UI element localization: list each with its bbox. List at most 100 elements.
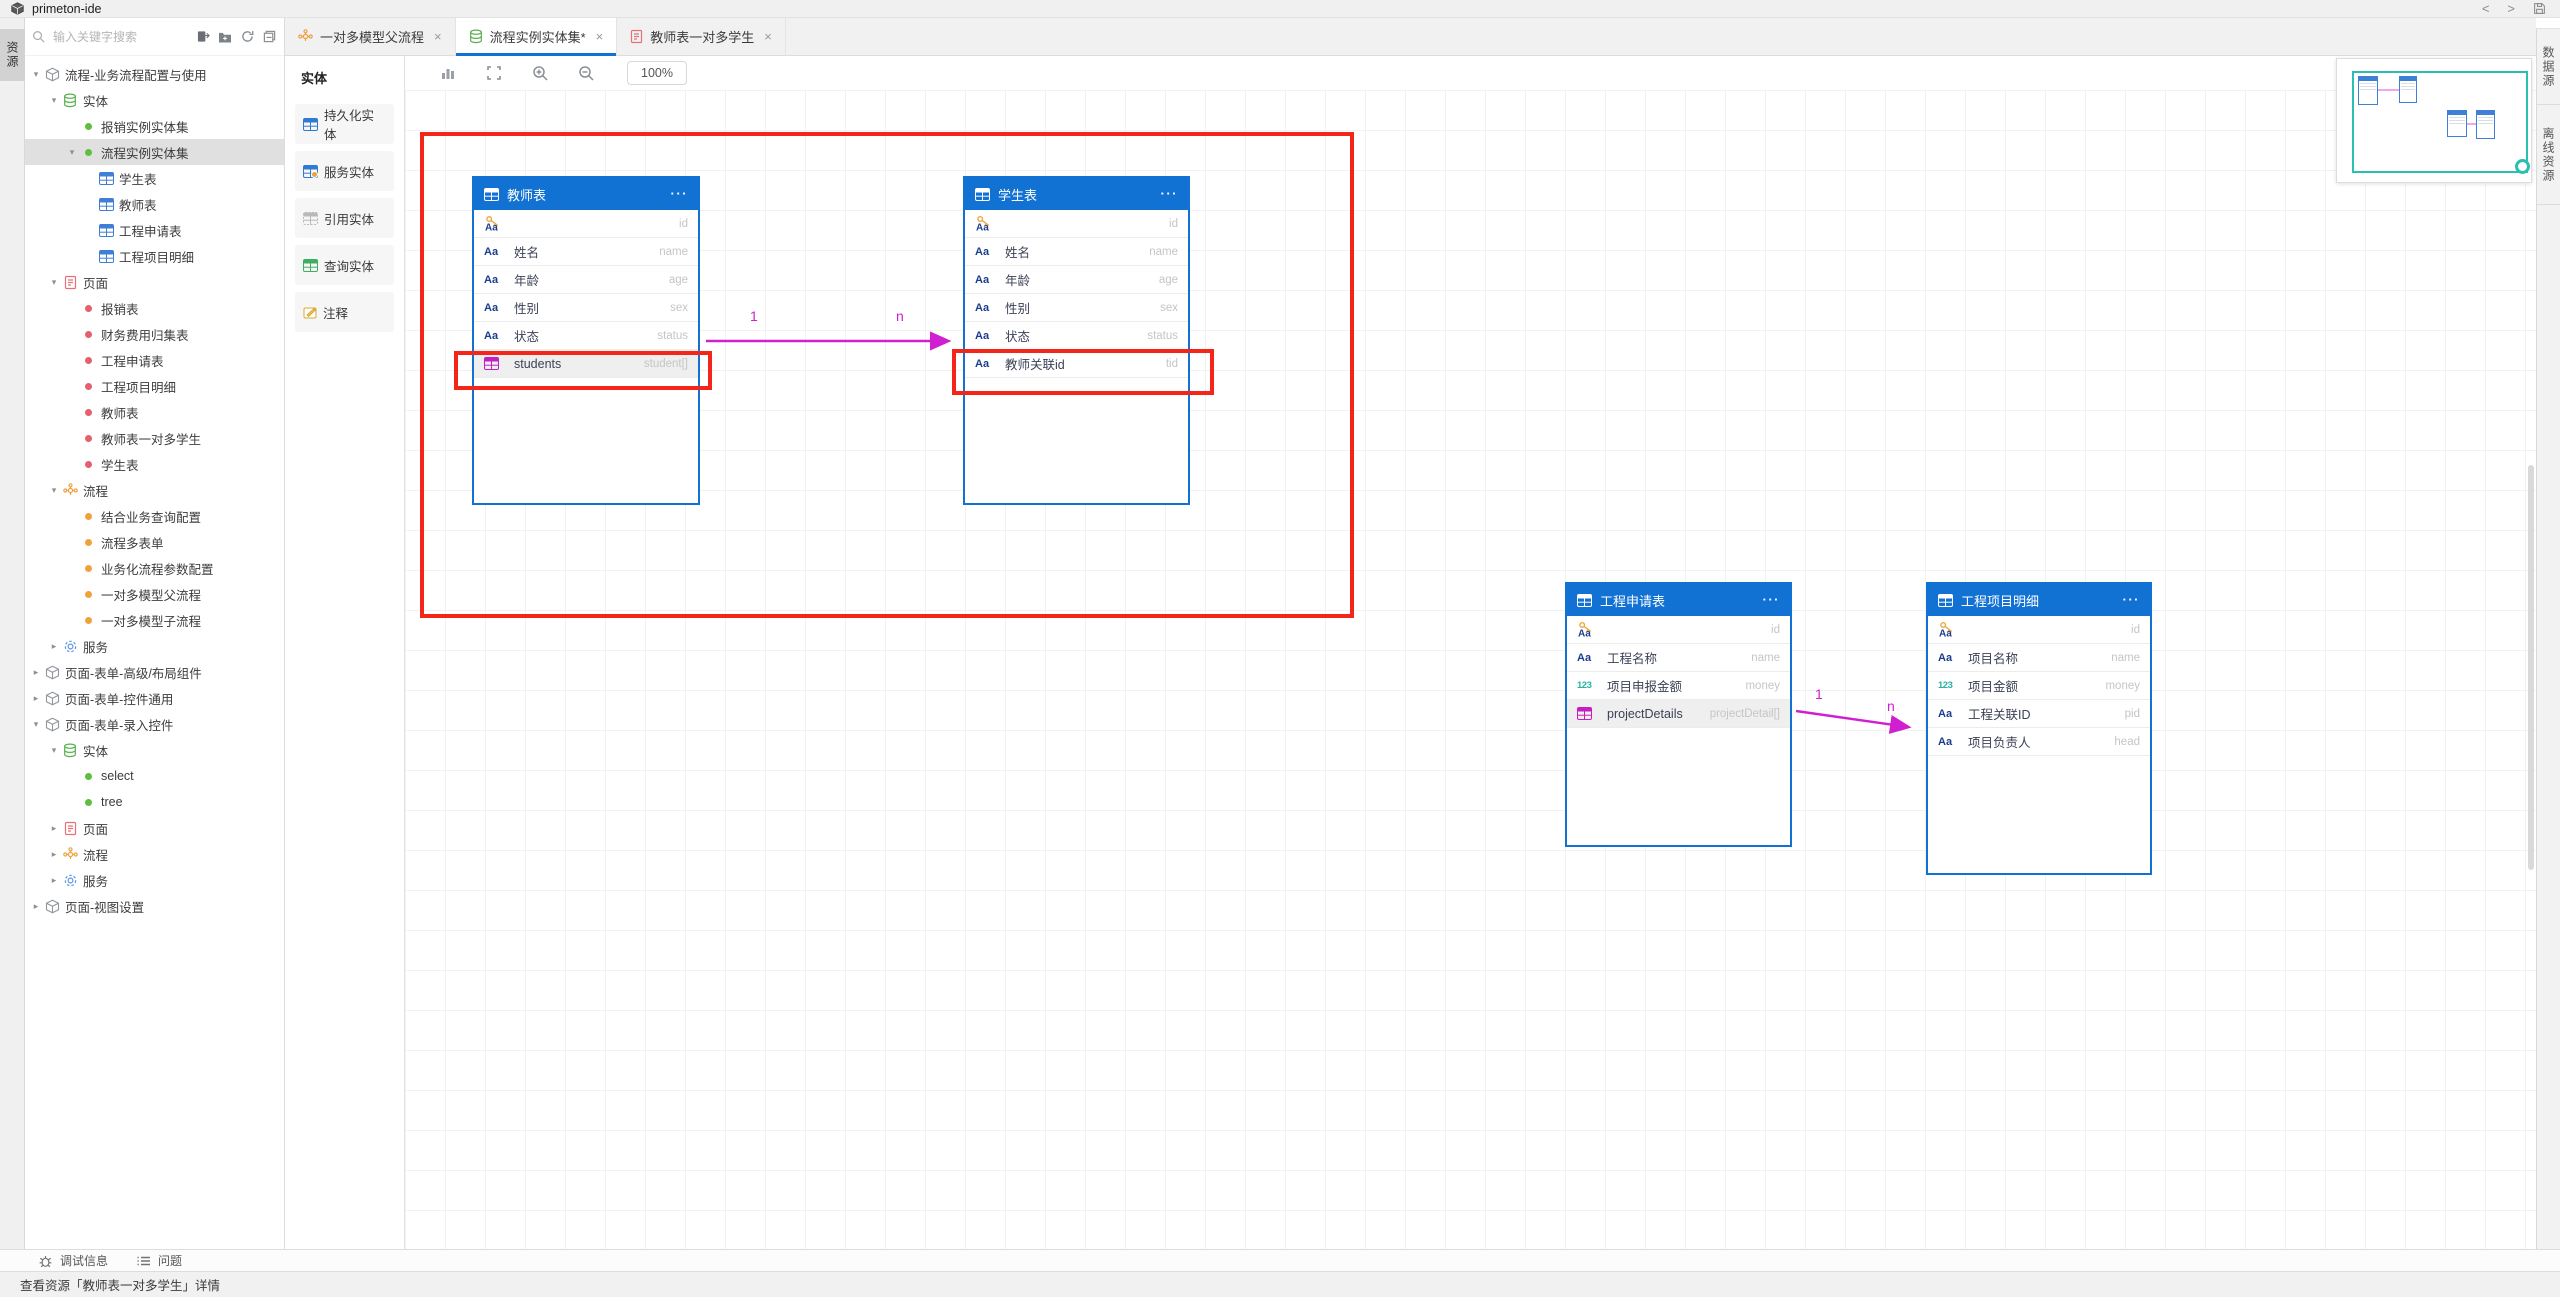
resources-strip-tab[interactable]: 资源: [0, 29, 25, 81]
tree-item[interactable]: 工程项目明细: [25, 243, 284, 269]
tree-item[interactable]: 一对多模型子流程: [25, 607, 284, 633]
tree-item[interactable]: 报销表: [25, 295, 284, 321]
open-file-icon[interactable]: [194, 28, 212, 46]
minimap[interactable]: [2336, 58, 2532, 183]
new-folder-icon[interactable]: [216, 28, 234, 46]
tree-item[interactable]: 工程申请表: [25, 347, 284, 373]
tree-item[interactable]: 业务化流程参数配置: [25, 555, 284, 581]
expand-arrow-icon[interactable]: ▸: [33, 666, 39, 677]
tree-item[interactable]: ▾流程: [25, 477, 284, 503]
search-input[interactable]: [51, 28, 190, 45]
tree-item[interactable]: 工程项目明细: [25, 373, 284, 399]
editor-tab[interactable]: 流程实例实体集*×: [455, 18, 618, 56]
expand-arrow-icon[interactable]: ▾: [51, 744, 57, 755]
debugbar-item[interactable]: 调试信息: [36, 1252, 108, 1270]
back-icon[interactable]: <: [2481, 1, 2490, 16]
tree-item[interactable]: ▾流程-业务流程配置与使用: [25, 61, 284, 87]
tree-item[interactable]: 结合业务查询配置: [25, 503, 284, 529]
tree-item[interactable]: ▾页面-表单-录入控件: [25, 711, 284, 737]
tree-item[interactable]: 一对多模型父流程: [25, 581, 284, 607]
zoom-in-icon[interactable]: [531, 64, 549, 82]
palette-item-ref-entity[interactable]: 引用实体: [295, 198, 394, 238]
entity-header[interactable]: 学生表···: [965, 178, 1188, 210]
tree-item[interactable]: ▸页面-表单-控件通用: [25, 685, 284, 711]
right-strip-tab[interactable]: 数据源: [2537, 29, 2560, 105]
refresh-icon[interactable]: [238, 28, 256, 46]
tree-item[interactable]: 教师表一对多学生: [25, 425, 284, 451]
expand-arrow-icon[interactable]: ▾: [51, 94, 57, 105]
tree-item[interactable]: ▸服务: [25, 633, 284, 659]
tree-item[interactable]: ▾实体: [25, 737, 284, 763]
palette-item-comment[interactable]: 注释: [295, 292, 394, 332]
expand-arrow-icon[interactable]: ▸: [51, 874, 57, 885]
editor-tab[interactable]: 一对多模型父流程×: [285, 18, 456, 55]
tree-item[interactable]: select: [25, 763, 284, 789]
close-icon[interactable]: ×: [595, 29, 604, 44]
entity-menu-icon[interactable]: ···: [2122, 591, 2140, 607]
tree-item[interactable]: ▸流程: [25, 841, 284, 867]
expand-arrow-icon[interactable]: ▾: [51, 484, 57, 495]
entity-menu-icon[interactable]: ···: [1762, 591, 1780, 607]
minimap-resize-handle[interactable]: [2515, 159, 2530, 174]
expand-arrow-icon[interactable]: ▸: [33, 692, 39, 703]
expand-arrow-icon[interactable]: ▸: [51, 822, 57, 833]
tree-item[interactable]: 报销实例实体集: [25, 113, 284, 139]
entity-header[interactable]: 教师表···: [474, 178, 698, 210]
tree-item[interactable]: 学生表: [25, 165, 284, 191]
entity-header[interactable]: 工程申请表···: [1567, 584, 1790, 616]
tree-item[interactable]: 学生表: [25, 451, 284, 477]
palette-item-service-entity[interactable]: 服务实体: [295, 151, 394, 191]
collapse-all-icon[interactable]: [260, 28, 278, 46]
tree-item[interactable]: ▸页面-视图设置: [25, 893, 284, 919]
tree-item[interactable]: ▸服务: [25, 867, 284, 893]
tree-item[interactable]: 教师表: [25, 399, 284, 425]
tree-item[interactable]: ▾流程实例实体集: [25, 139, 284, 165]
tree-item[interactable]: ▸页面-表单-高级/布局组件: [25, 659, 284, 685]
tree-item[interactable]: ▾页面: [25, 269, 284, 295]
debugbar-item[interactable]: 问题: [134, 1252, 182, 1270]
close-icon[interactable]: ×: [764, 29, 772, 44]
entity-menu-icon[interactable]: ···: [670, 185, 688, 201]
tree-item[interactable]: 流程多表单: [25, 529, 284, 555]
tree-item[interactable]: 教师表: [25, 191, 284, 217]
zoom-level-button[interactable]: 100%: [627, 61, 687, 85]
diagram-canvas[interactable]: [405, 90, 2536, 1249]
expand-arrow-icon[interactable]: ▾: [51, 276, 57, 287]
entity-menu-icon[interactable]: ···: [1160, 185, 1178, 201]
vertical-scrollbar[interactable]: [2528, 465, 2534, 870]
expand-arrow-icon[interactable]: ▸: [51, 640, 57, 651]
save-icon[interactable]: [2527, 2, 2552, 15]
tree-item[interactable]: tree: [25, 789, 284, 815]
entity-header[interactable]: 工程项目明细···: [1928, 584, 2150, 616]
right-strip-tab[interactable]: 离线资源: [2537, 105, 2560, 205]
chart-icon[interactable]: [439, 64, 457, 82]
close-icon[interactable]: ×: [434, 29, 442, 44]
minimap-viewport[interactable]: [2352, 71, 2528, 173]
tree-item[interactable]: ▸页面: [25, 815, 284, 841]
expand-arrow-icon[interactable]: ▸: [33, 900, 39, 911]
expand-arrow-icon[interactable]: ▸: [51, 848, 57, 859]
palette-item-persist-entity[interactable]: 持久化实体: [295, 104, 394, 144]
